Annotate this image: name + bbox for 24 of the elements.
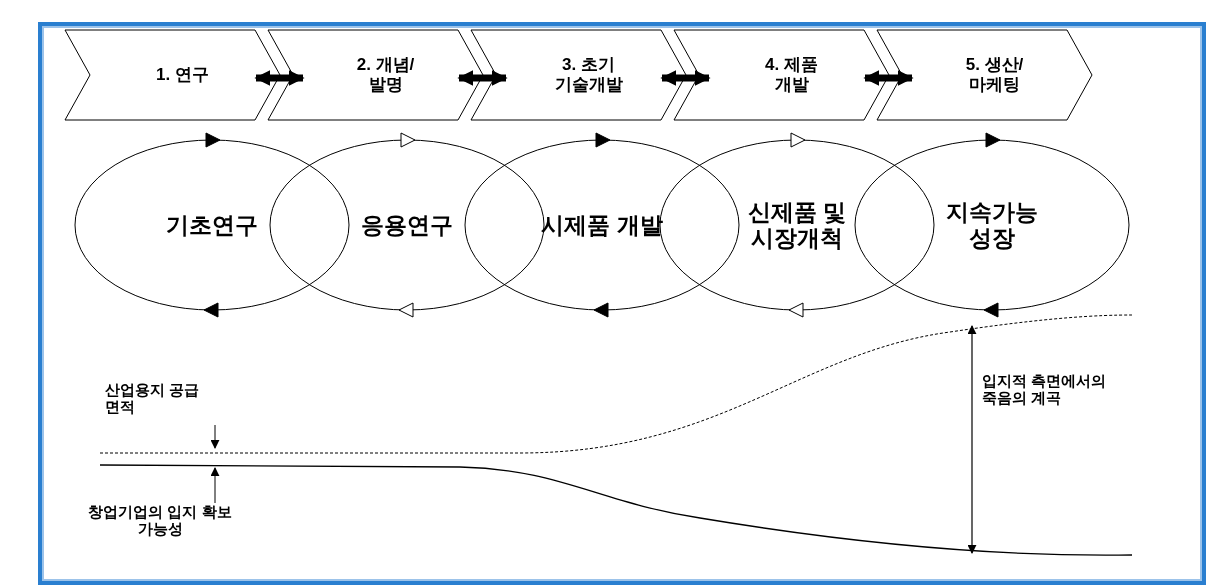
stage-label: 4. 제품 개발 [764,55,819,95]
leader-arrow [210,467,220,504]
double-arrow [457,70,508,86]
stage-label: 시제품 개발 [540,211,664,239]
chevron-box [268,30,483,120]
double-arrow [254,70,305,86]
stage-label: 2. 개념/ 발명 [355,55,416,95]
chevron-box [471,30,686,120]
stage-label: 1. 연구 [155,65,210,85]
annotation-text: 창업기업의 입지 확보 가능성 [87,503,233,538]
stage-label: 응용연구 [360,211,454,239]
stage-label: 기초연구 [165,211,259,239]
chevron-box [65,30,280,120]
stage-label: 지속가능 성장 [945,198,1039,252]
double-arrow [863,70,914,86]
leader-arrow [210,424,220,449]
stage-label: 3. 초기 기술개발 [553,55,624,95]
double-arrow [660,70,711,86]
stage-label: 5. 생산/ 마케팅 [964,55,1025,95]
chevron-box [674,30,889,120]
stage-label: 신제품 및 시장개척 [746,198,848,252]
chevron-box [877,30,1092,120]
annotation-text: 입지적 측면에서의 죽음의 계곡 [982,372,1108,407]
annotation-text: 산업용지 공급 면적 [105,381,201,416]
